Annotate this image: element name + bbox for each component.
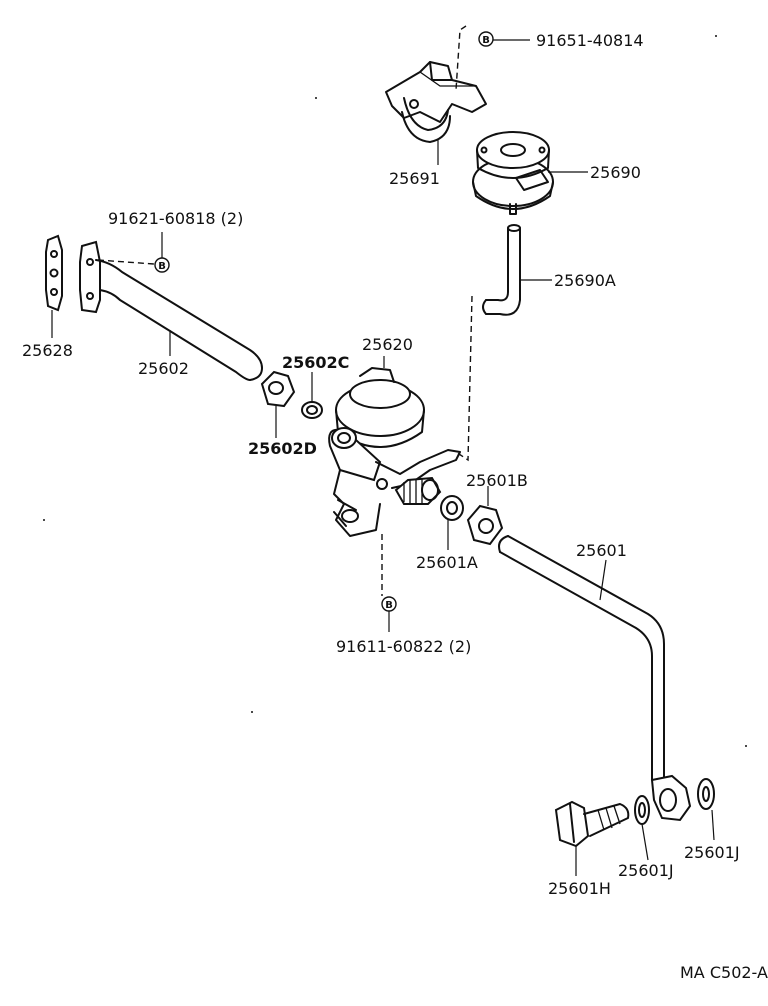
label-25601b: 25601B xyxy=(466,471,528,490)
label-91621-60818: 91621-60818 (2) xyxy=(108,209,243,228)
label-25690a: 25690A xyxy=(554,271,616,290)
diagram-code: MA C502-A xyxy=(680,963,768,982)
label-91651-40814: 91651-40814 xyxy=(536,31,644,50)
nut-25601b xyxy=(466,486,504,546)
label-25602d: 25602D xyxy=(248,439,317,458)
speck xyxy=(745,745,747,747)
label-25602c: 25602C xyxy=(282,353,349,372)
label-25690: 25690 xyxy=(590,163,641,182)
marker-b-label: B xyxy=(385,600,393,611)
label-25601j-right: 25601J xyxy=(684,843,740,862)
label-25601: 25601 xyxy=(576,541,627,560)
label-25628: 25628 xyxy=(22,341,73,360)
washer-25601j-right xyxy=(697,778,715,841)
valve-25690 xyxy=(472,131,588,215)
label-25601j-left: 25601J xyxy=(618,861,674,880)
marker-b-label: B xyxy=(158,261,166,272)
pipe-25601 xyxy=(498,535,692,822)
bracket-25691 xyxy=(385,61,487,165)
bolt-marker-b-bottom: B xyxy=(381,596,397,632)
label-25620: 25620 xyxy=(362,335,413,354)
ring-25602c xyxy=(301,372,323,419)
gasket-25628 xyxy=(45,234,63,338)
bolt-marker-b-top: B xyxy=(478,31,530,47)
label-25691: 25691 xyxy=(389,169,440,188)
label-25602: 25602 xyxy=(138,359,189,378)
speck xyxy=(43,519,45,521)
speck xyxy=(315,97,317,99)
hose-25690a xyxy=(482,224,552,316)
label-25601h: 25601H xyxy=(548,879,611,898)
label-25601a: 25601A xyxy=(416,553,478,572)
marker-b-label: B xyxy=(482,35,490,46)
nut-25602d xyxy=(260,370,296,438)
egr-valve-25620 xyxy=(328,356,461,537)
speck xyxy=(715,35,717,37)
speck xyxy=(251,711,253,713)
pipe-25602 xyxy=(79,240,263,381)
bolt-marker-b-left: B xyxy=(154,232,170,273)
label-91611-60822: 91611-60822 (2) xyxy=(336,637,471,656)
ref-line-hose xyxy=(455,295,473,462)
bolt-25601h xyxy=(554,800,630,876)
washer-25601j-left xyxy=(634,795,650,861)
ring-25601a xyxy=(440,495,464,550)
ref-line-top xyxy=(455,25,467,91)
